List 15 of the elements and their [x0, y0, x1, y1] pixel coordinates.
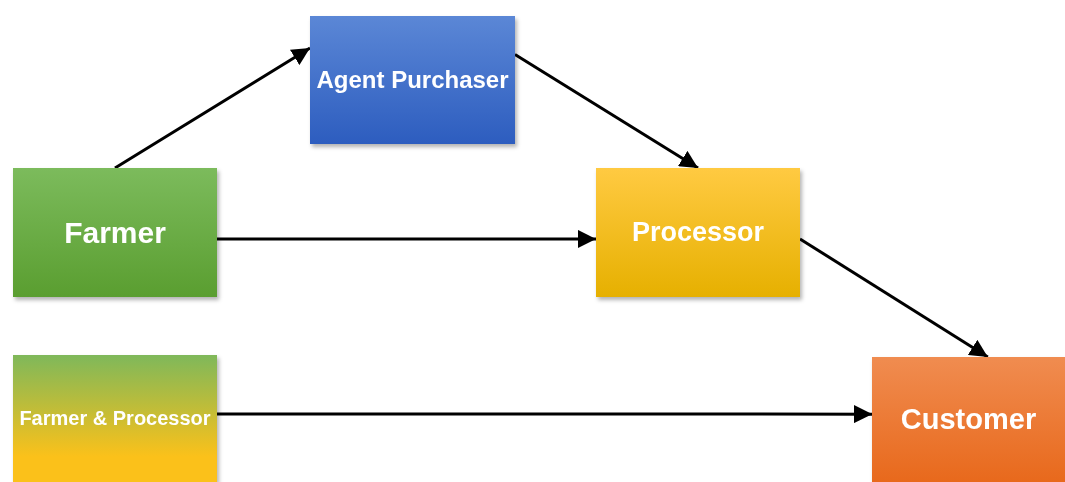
box-label: Farmer: [64, 215, 166, 250]
box-label: Processor: [631, 217, 765, 248]
arrow: [114, 46, 311, 170]
box-label: Agent Purchaser: [316, 66, 509, 94]
process-box: [310, 16, 515, 144]
arrow: [217, 405, 872, 424]
process-box: [872, 357, 1065, 482]
box-label: Customer: [900, 403, 1037, 436]
box-label: Farmer & Processor: [19, 407, 211, 430]
arrow: [217, 229, 596, 248]
process-box: [596, 168, 800, 297]
process-box: [13, 355, 217, 482]
arrow: [514, 53, 699, 170]
arrow: [799, 237, 989, 359]
process-box: [13, 168, 217, 297]
